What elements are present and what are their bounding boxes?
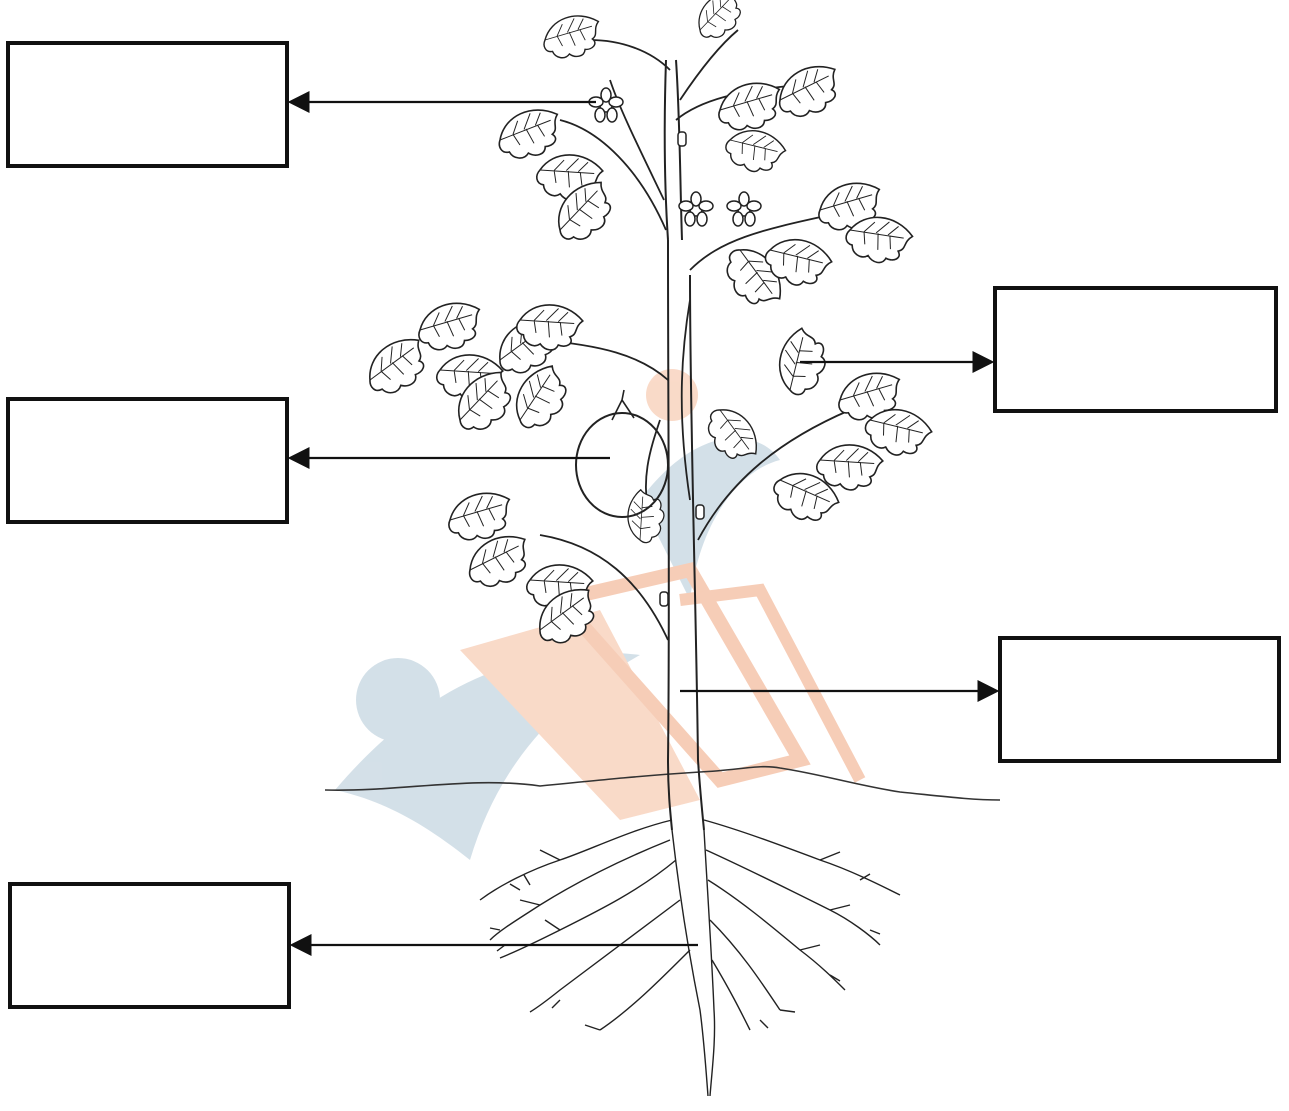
label-box-stem[interactable] [998,636,1281,763]
label-box-leaf[interactable] [993,286,1278,413]
roots [480,820,900,1096]
label-box-flower[interactable] [6,41,289,168]
label-box-fruit[interactable] [6,397,289,524]
label-box-root[interactable] [8,882,291,1009]
leaves [358,0,935,652]
